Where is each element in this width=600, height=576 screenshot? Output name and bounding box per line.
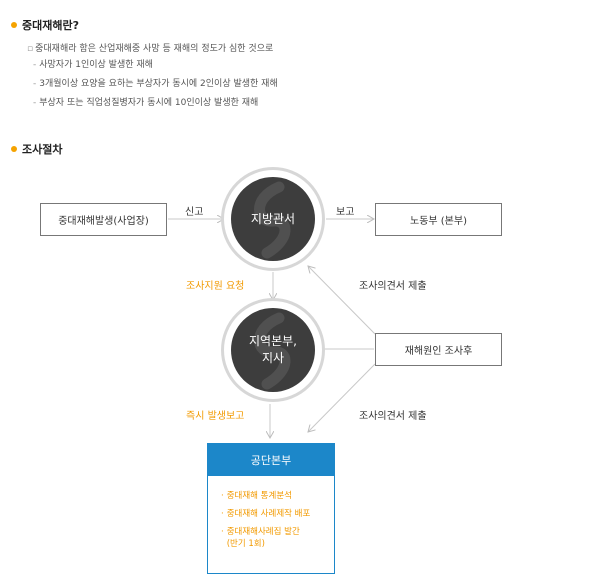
label-immediate-report: 즉시 발생보고 bbox=[186, 411, 245, 422]
dash-icon: · bbox=[221, 527, 224, 537]
definition-item-text: 부상자 또는 직업성질병자가 동시에 10인이상 발생한 재해 bbox=[39, 98, 259, 108]
procedure-title: 조사절차 bbox=[11, 141, 62, 157]
line-cause-to-local bbox=[308, 266, 376, 335]
swirl-decoration-icon bbox=[254, 181, 291, 259]
definition-item: -부상자 또는 직업성질병자가 동시에 10인이상 발생한 재해 bbox=[33, 95, 258, 108]
list-item-text: 중대재해 사례제작 배포 bbox=[226, 509, 311, 519]
list-item: ·중대재해 사례제작 배포 bbox=[221, 508, 334, 520]
procedure-title-text: 조사절차 bbox=[22, 143, 63, 156]
node-regional: 지역본부, 지사 bbox=[221, 298, 325, 402]
node-headquarters: 공단본부 ·중대재해 통계분석 ·중대재해 사례제작 배포 ·중대재해사례집 발… bbox=[207, 443, 335, 574]
node-occurrence: 중대재해발생(사업장) bbox=[40, 203, 167, 236]
label-opinion-submit-2: 조사의견서 제출 bbox=[359, 411, 427, 422]
definition-title-text: 중대재해란? bbox=[22, 19, 79, 32]
dash-icon: · bbox=[221, 491, 224, 501]
definition-item-text: 3개월이상 요양을 요하는 부상자가 동시에 2인이상 발생한 재해 bbox=[39, 79, 278, 89]
bullet-dot-icon bbox=[11, 146, 17, 152]
definition-item: -사망자가 1인이상 발생한 재해 bbox=[33, 57, 153, 70]
line-cause-to-hq bbox=[308, 363, 376, 432]
dash-icon: - bbox=[33, 60, 37, 70]
dash-icon: - bbox=[33, 98, 37, 108]
definition-title: 중대재해란? bbox=[11, 17, 79, 33]
node-local-office-core: 지방관서 bbox=[231, 177, 315, 261]
swirl-decoration-icon bbox=[254, 312, 291, 390]
definition-item: -3개월이상 요양을 요하는 부상자가 동시에 2인이상 발생한 재해 bbox=[33, 76, 278, 89]
dash-icon: - bbox=[33, 79, 37, 89]
dash-icon: · bbox=[221, 509, 224, 519]
node-regional-core: 지역본부, 지사 bbox=[231, 308, 315, 392]
node-local-office: 지방관서 bbox=[221, 167, 325, 271]
node-regional-label: 지역본부, 지사 bbox=[249, 334, 297, 365]
node-cause-label: 재해원인 조사후 bbox=[404, 346, 473, 357]
node-ministry: 노동부 (본부) bbox=[375, 203, 502, 236]
node-cause-investigation: 재해원인 조사후 bbox=[375, 333, 502, 366]
list-item: ·중대재해사례집 발간 (반기 1회) bbox=[221, 526, 334, 550]
label-opinion-submit-1: 조사의견서 제출 bbox=[359, 281, 427, 292]
headquarters-task-list: ·중대재해 통계분석 ·중대재해 사례제작 배포 ·중대재해사례집 발간 (반기… bbox=[208, 476, 334, 550]
list-item-text: 중대재해 통계분석 bbox=[226, 491, 292, 501]
headquarters-header: 공단본부 bbox=[208, 444, 334, 476]
label-report-in: 신고 bbox=[185, 207, 204, 218]
small-bullet-icon: ▫ bbox=[27, 44, 34, 54]
label-report-out: 보고 bbox=[336, 207, 355, 218]
label-support-request: 조사지원 요청 bbox=[186, 281, 245, 292]
list-item-text: 중대재해사례집 발간 (반기 1회) bbox=[226, 527, 300, 549]
list-item: ·중대재해 통계분석 bbox=[221, 490, 334, 502]
definition-item-text: 사망자가 1인이상 발생한 재해 bbox=[39, 60, 153, 70]
definition-lead-text: 중대재해라 함은 산업재해중 사망 등 재해의 정도가 심한 것으로 bbox=[35, 44, 274, 54]
node-ministry-label: 노동부 (본부) bbox=[410, 216, 467, 227]
node-occurrence-label: 중대재해발생(사업장) bbox=[58, 216, 149, 227]
node-local-office-label: 지방관서 bbox=[250, 211, 296, 226]
bullet-dot-icon bbox=[11, 22, 17, 28]
definition-lead: ▫중대재해라 함은 산업재해중 사망 등 재해의 정도가 심한 것으로 bbox=[27, 41, 273, 54]
